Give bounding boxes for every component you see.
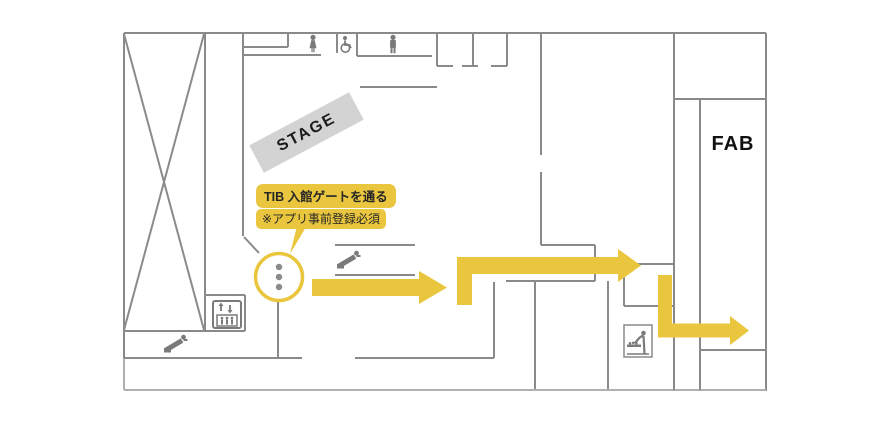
escalator-icon (337, 251, 361, 269)
man-icon (390, 34, 396, 54)
escalator-walkway (335, 244, 415, 276)
wheelchair-icon (340, 36, 352, 53)
route-arrow-3 (658, 275, 749, 345)
baby-care-room (623, 324, 653, 358)
escalator-icon (164, 335, 188, 353)
gate-dots-icon (275, 263, 283, 291)
gate-callout-note: ※アプリ事前登録必須 (256, 209, 387, 229)
route-arrow-2 (457, 249, 641, 305)
fab-room-label: FAB (711, 133, 755, 155)
toilet-stalls (436, 33, 508, 67)
gate-callout: TIB 入館ゲートを通る ※アプリ事前登録必須 (256, 184, 396, 229)
baby-care-icon (627, 330, 649, 355)
gate-callout-title: TIB 入館ゲートを通る (256, 184, 396, 208)
gate-circle (253, 251, 305, 303)
elevator-icon (212, 300, 242, 329)
route-arrow-1 (312, 271, 447, 304)
outer-boundary (123, 32, 767, 391)
stairwell-x-box (123, 33, 245, 332)
interior-walls (124, 33, 766, 390)
woman-icon (309, 34, 317, 53)
